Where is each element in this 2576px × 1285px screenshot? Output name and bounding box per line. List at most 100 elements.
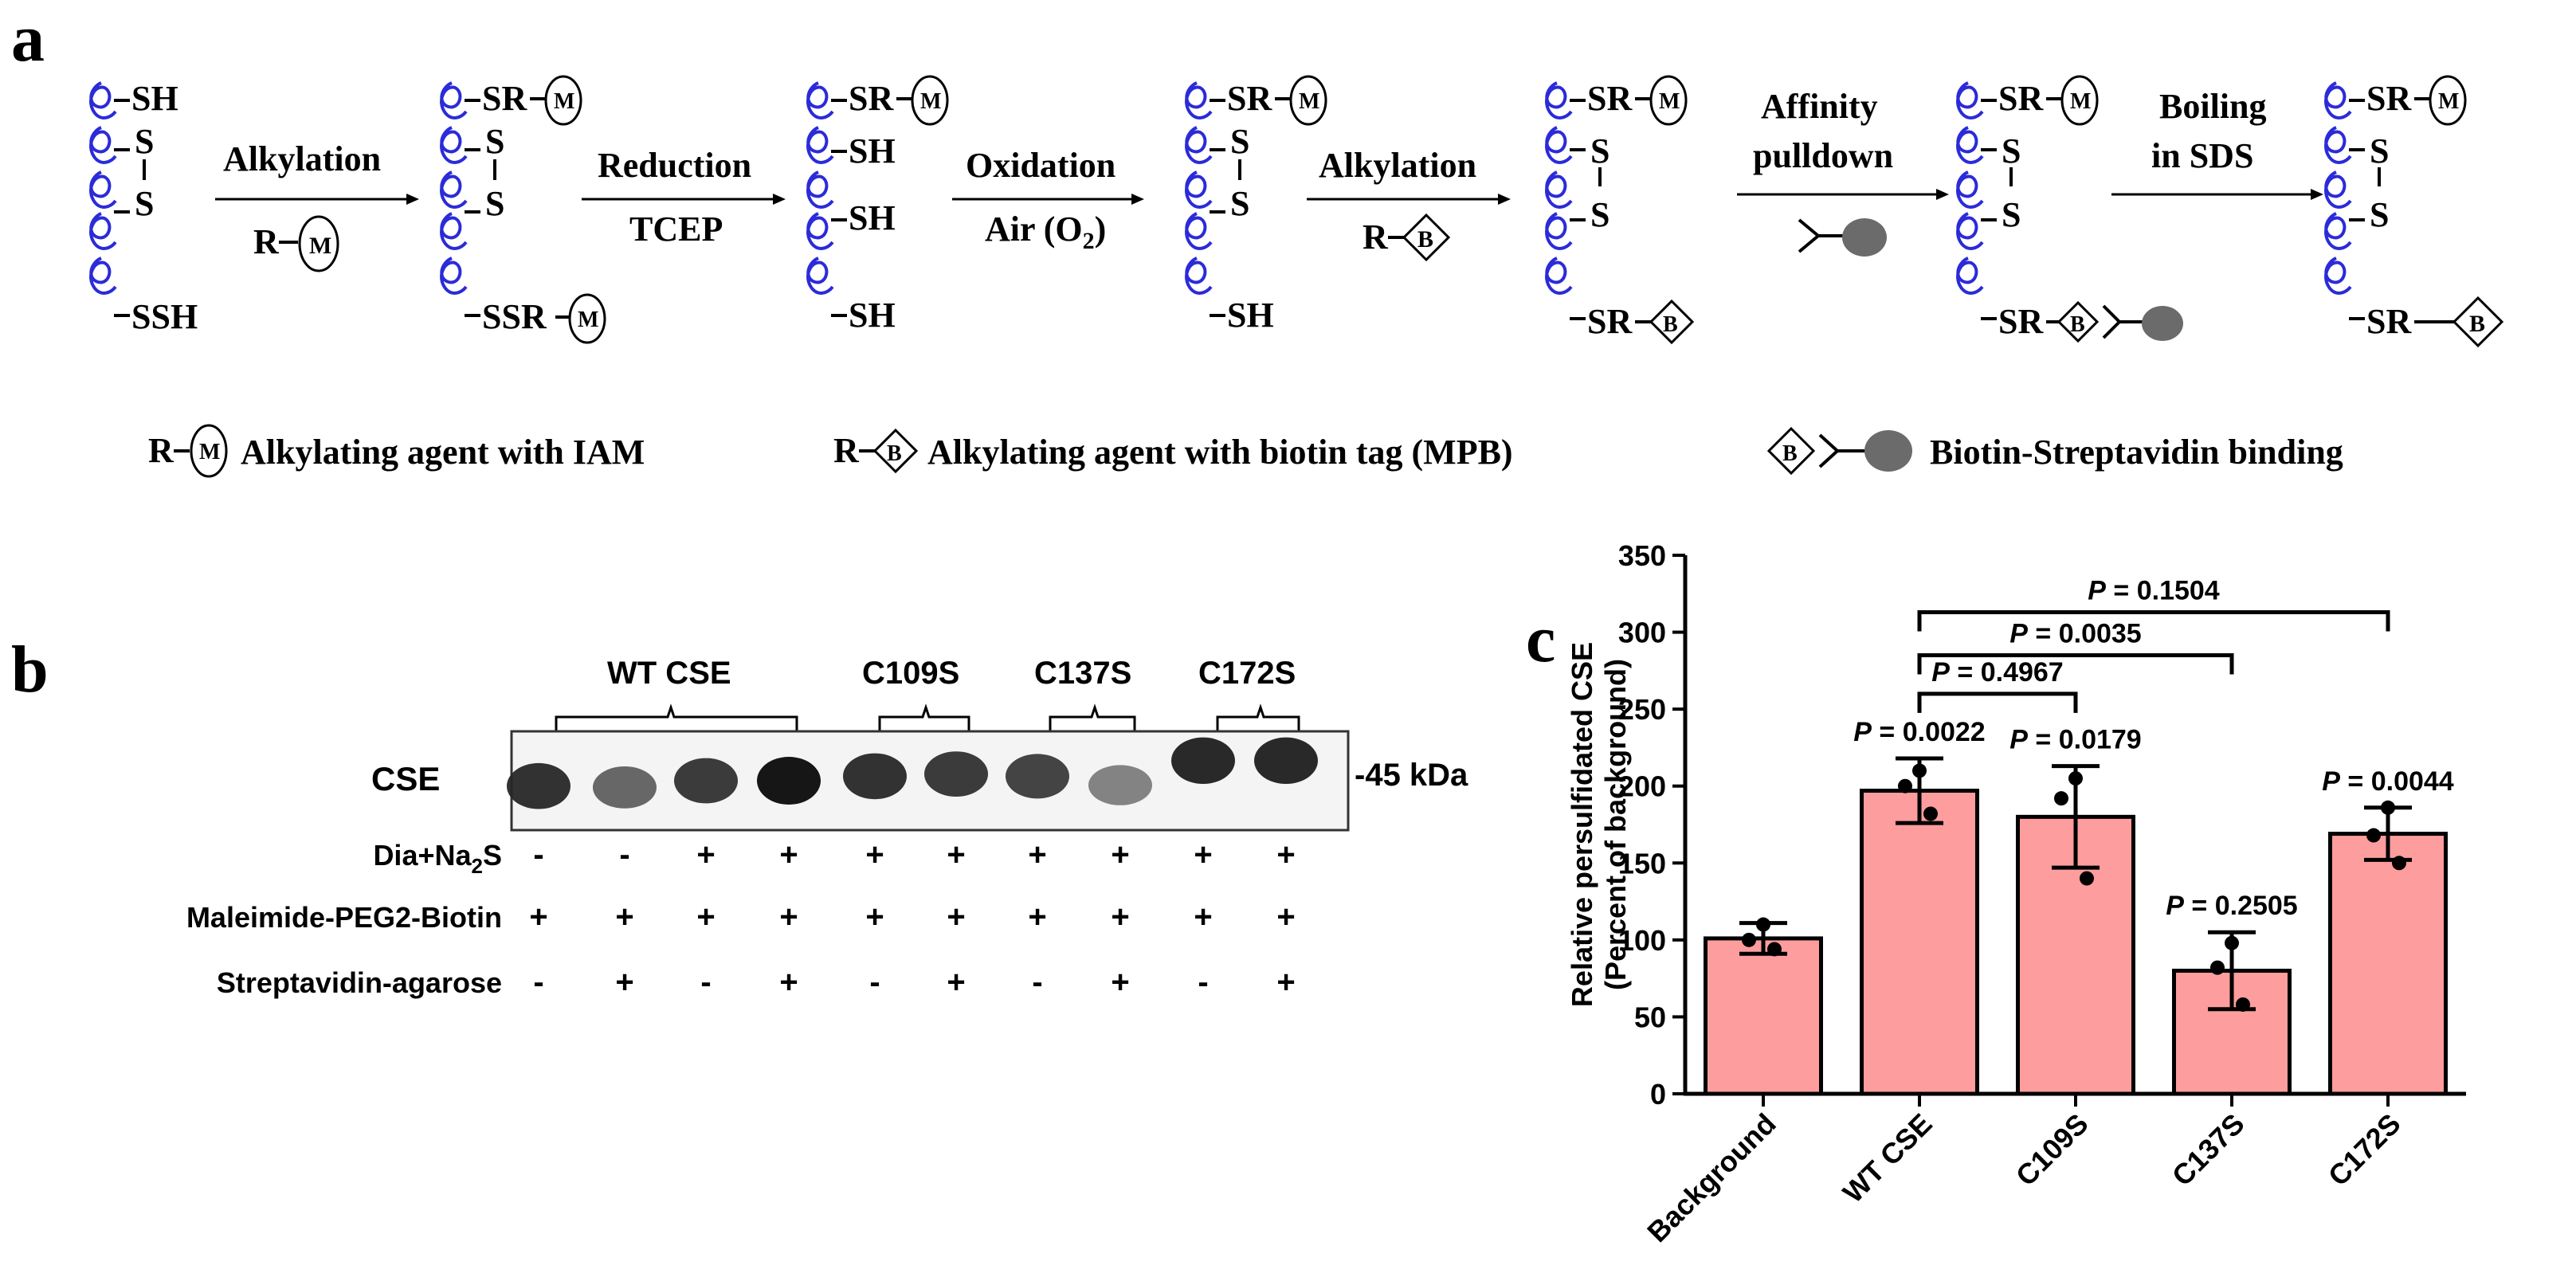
step5-group-3: S [1590,195,1610,234]
blot-group-1: WT CSE [607,656,731,691]
scheme-step5: SR M S S SR B [1547,75,1695,345]
iam-tag [2060,75,2099,126]
step2-group-3: S [485,184,504,223]
x-tick-label: C137S [2166,1107,2251,1193]
scheme-step4: SR M S S SH [1186,75,1327,335]
y-tick-label: 350 [1618,539,1666,572]
blot-band [1171,737,1235,784]
legend1-R: R [148,431,174,470]
blot-band [757,757,821,805]
iam-tag [1649,75,1688,126]
y-tick-label: 250 [1618,693,1666,726]
data-point [2068,771,2083,786]
blot-sign: + [947,837,965,872]
step6-group-4: SR [1998,302,2044,341]
legend3-text: Biotin-Streptavidin binding [1930,433,2343,472]
biotin-tag [1766,426,1816,476]
step7-group-2: S [2370,131,2389,170]
blot-bracket-2 [878,703,970,731]
scheme-step1: SH S S SSH [91,79,198,336]
arrow5-label-2: pulldown [1753,136,1893,175]
panel-label-c: c [1526,602,1555,676]
scheme-step2: SR M S S SSR M [441,75,606,344]
step3-group-3: SH [849,198,896,237]
arrow5-head [1936,189,1949,200]
arrow6-head [2311,189,2323,200]
blot-group-3: C137S [1034,656,1131,691]
step2-tag-1: M [554,89,574,114]
biotin-tag [872,428,919,474]
legend1-tag: M [199,440,220,464]
blot-sign: + [1028,899,1046,934]
legend1-text: Alkylating agent with IAM [241,433,645,472]
blot-band [1088,765,1152,805]
data-point [1767,942,1782,957]
blot-band [507,762,570,809]
arrow3-label: Oxidation [966,146,1115,185]
step3-group-2: SH [849,131,896,170]
western-blot: WT CSE C109S C137S C172S CSE -45 kDa Dia… [186,656,1468,1000]
data-point [1912,763,1927,778]
step4-group-1: SR [1227,79,1272,118]
blot-band [924,751,988,797]
step4-group-4: SH [1227,296,1274,335]
data-point [1756,917,1770,932]
x-tick-label: Background [1641,1107,1782,1249]
arrow4-R: R [1362,217,1389,257]
blot-bracket-1 [555,703,798,731]
iam-tag [911,75,949,126]
biotin-tag [1649,299,1695,345]
data-point [1923,806,1938,821]
blot-sign: - [869,965,880,1000]
step7-tag-bottom: B [2469,311,2485,337]
data-point [1742,932,1756,947]
step4-group-3: S [1230,184,1249,223]
arrow6-label-2: in SDS [2151,136,2253,175]
data-point [2366,828,2381,843]
step6-group-2: S [2002,131,2021,170]
iam-tag [190,424,228,478]
step6-tag-bottom: B [2070,312,2085,337]
p-value-label: P = 0.2505 [2166,891,2297,921]
y-tick-label: 0 [1650,1078,1666,1111]
x-tick-label: C109S [2009,1107,2095,1193]
data-point [2236,997,2250,1012]
y-tick-label: 200 [1618,770,1666,803]
blot-sign: + [615,965,633,1000]
bar [1860,789,1979,1096]
step2-group-2: S [485,122,504,161]
blot-sign: + [865,837,884,872]
blot-sign: + [1111,837,1129,872]
blot-band [593,766,657,809]
blot-group-2: C109S [862,656,959,691]
blot-sign: - [619,837,629,872]
step5-group-2: S [1590,131,1610,170]
y-tick-label: 150 [1618,847,1666,880]
blot-sign: + [1028,837,1046,872]
step6-tag-top: M [2070,89,2091,114]
step3-group-4: SH [849,296,896,335]
step5-tag-bottom: B [1663,312,1678,337]
biotin-tag [1402,213,1451,262]
blot-sign: + [779,899,798,934]
data-point [2080,871,2094,886]
blot-row-2-label: Maleimide-PEG2-Biotin [186,901,502,934]
step1-group-4: SSH [131,297,198,336]
blot-sign: + [1194,837,1212,872]
arrow1-R: R [253,222,280,261]
iam-tag [2429,75,2467,126]
step3-group-1: SR [849,79,894,118]
iam-tag [298,215,339,272]
arrow2-head [773,194,786,205]
data-point [1898,778,1912,793]
blot-sign: + [779,965,798,1000]
panel-label-a: a [11,2,45,76]
comparison-label: P = 0.1504 [2088,575,2220,605]
arrow1-label: Alkylation [223,139,381,178]
blot-sign: - [1198,965,1208,1000]
y-tick-label: 300 [1618,617,1666,649]
data-point [2054,791,2068,806]
blot-band [1006,754,1069,799]
